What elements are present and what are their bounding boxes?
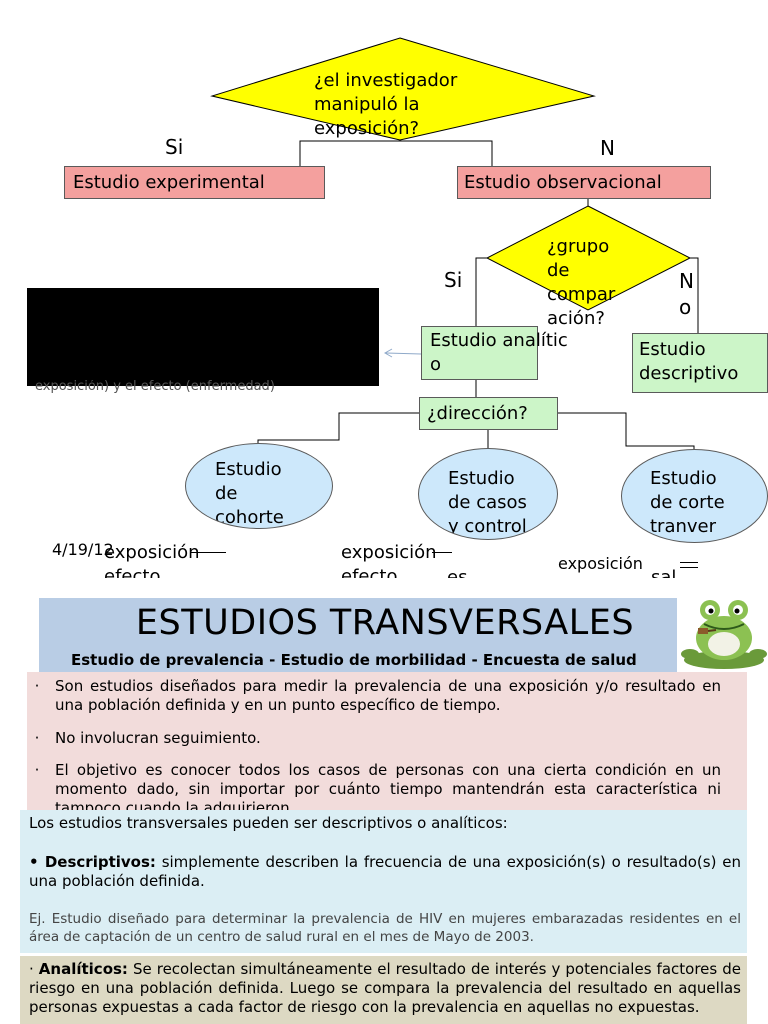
analiticos-label: Analíticos: xyxy=(38,960,128,978)
analiticos-text: Se recolectan simultáneamente el resulta… xyxy=(29,960,741,1016)
box-estudio-descriptivo: Estudio descriptivo xyxy=(632,333,768,393)
connector-direccion-left xyxy=(257,412,419,443)
descriptivos-text: simplemente describen la frecuencia de u… xyxy=(29,853,741,890)
bottom-corte-extra: sal xyxy=(651,567,677,578)
label-no-grupo: N o xyxy=(679,269,694,319)
bottom-cohorte-arrow xyxy=(190,552,226,553)
box-direccion-label: ¿dirección? xyxy=(427,403,528,424)
box-observacional-label: Estudio observacional xyxy=(464,172,662,193)
flowchart-slide: ¿el investigador manipuló la exposición?… xyxy=(27,37,768,578)
analiticos-paragraph: · Analíticos: Se recolectan simultáneame… xyxy=(29,960,741,1017)
connector-top-right xyxy=(400,140,493,166)
box-estudio-analitico: Estudio analític o xyxy=(421,326,568,380)
bullet-text: No involucran seguimiento. xyxy=(55,729,261,747)
oval-estudio-cohorte: Estudio de cohorte xyxy=(185,443,333,529)
bottom-corte-equals-2 xyxy=(680,567,698,568)
hidden-note-text: exposición) y el efecto (enfermedad) xyxy=(35,380,275,394)
intro-text: Los estudios transversales pueden ser de… xyxy=(29,814,508,832)
bullet-item: · Son estudios diseñados para medir la p… xyxy=(35,677,721,715)
connector-grupo-si xyxy=(475,257,487,327)
decision-diamond-grupo xyxy=(485,205,692,311)
connector-top-left xyxy=(299,140,400,166)
bottom-casos-text: exposición efecto xyxy=(341,542,437,578)
title-banner xyxy=(39,598,677,650)
bullet-text: Son estudios diseñados para medir la pre… xyxy=(55,677,721,714)
decision-diamond-top xyxy=(210,37,596,141)
oval-casos-label: Estudio de casos y control xyxy=(448,468,527,537)
label-si-top: Si xyxy=(165,135,184,159)
slide-date: 4/19/12 xyxy=(52,540,114,559)
box-estudio-observacional: Estudio observacional xyxy=(457,166,711,199)
bullet-dot: · xyxy=(34,729,40,747)
box-descriptivo-label: Estudio descriptivo xyxy=(639,339,739,384)
arrow-line xyxy=(385,352,422,355)
box-analitico-label: Estudio analític o xyxy=(430,330,568,375)
connector-direccion-right xyxy=(558,412,695,449)
box-estudio-experimental: Estudio experimental xyxy=(64,166,325,199)
subtitle-banner: Estudio de prevalencia - Estudio de morb… xyxy=(39,650,677,672)
slide-subtitle: Estudio de prevalencia - Estudio de morb… xyxy=(71,651,637,669)
example-text: Ej. Estudio diseñado para determinar la … xyxy=(29,911,741,945)
bullet-dot: · xyxy=(34,761,40,779)
frog-mascot-icon xyxy=(681,600,767,669)
bullet-text: El objetivo es conocer todos los casos d… xyxy=(55,761,721,810)
bullet-item: · El objetivo es conocer todos los casos… xyxy=(35,761,721,810)
bottom-casos-arrow xyxy=(432,552,452,553)
box-experimental-label: Estudio experimental xyxy=(73,172,265,193)
bullet-dot: · xyxy=(34,677,40,695)
oval-cohorte-label: Estudio de cohorte xyxy=(215,459,284,528)
bottom-casos-extra: es xyxy=(447,567,468,578)
slide-title: ESTUDIOS TRANSVERSALES xyxy=(135,603,635,643)
flowchart-connectors xyxy=(210,37,699,449)
redacted-box xyxy=(27,288,379,386)
descriptivos-label: • Descriptivos: xyxy=(29,853,156,871)
bullet-item: · No involucran seguimiento. xyxy=(35,729,721,748)
descriptivos-panel: Los estudios transversales pueden ser de… xyxy=(20,810,747,953)
decision-grupo-text: ¿grupo de compar ación? xyxy=(547,236,616,329)
bottom-corte-equals xyxy=(680,562,698,563)
decision-top-text: ¿el investigador manipuló la exposición? xyxy=(314,70,458,139)
bullets-panel: · Son estudios diseñados para medir la p… xyxy=(27,672,747,810)
bottom-cohorte-text: exposición efecto xyxy=(104,542,200,578)
connector-grupo-no xyxy=(690,257,699,333)
descriptivos-paragraph: • Descriptivos: simplemente describen la… xyxy=(29,853,741,891)
analiticos-prefix: · xyxy=(29,960,39,978)
transversales-slide: ESTUDIOS TRANSVERSALES Estudio de preval… xyxy=(0,578,768,1024)
oval-estudio-corte: Estudio de corte tranver xyxy=(621,449,768,543)
oval-corte-label: Estudio de corte tranver xyxy=(650,468,725,537)
arrow-left-icon xyxy=(383,348,393,358)
box-direccion: ¿dirección? xyxy=(419,397,558,430)
oval-estudio-casos: Estudio de casos y control xyxy=(418,448,558,540)
bottom-corte-text: exposición xyxy=(558,554,643,573)
label-si-grupo: Si xyxy=(444,268,463,292)
analiticos-panel: · Analíticos: Se recolectan simultáneame… xyxy=(20,956,747,1024)
